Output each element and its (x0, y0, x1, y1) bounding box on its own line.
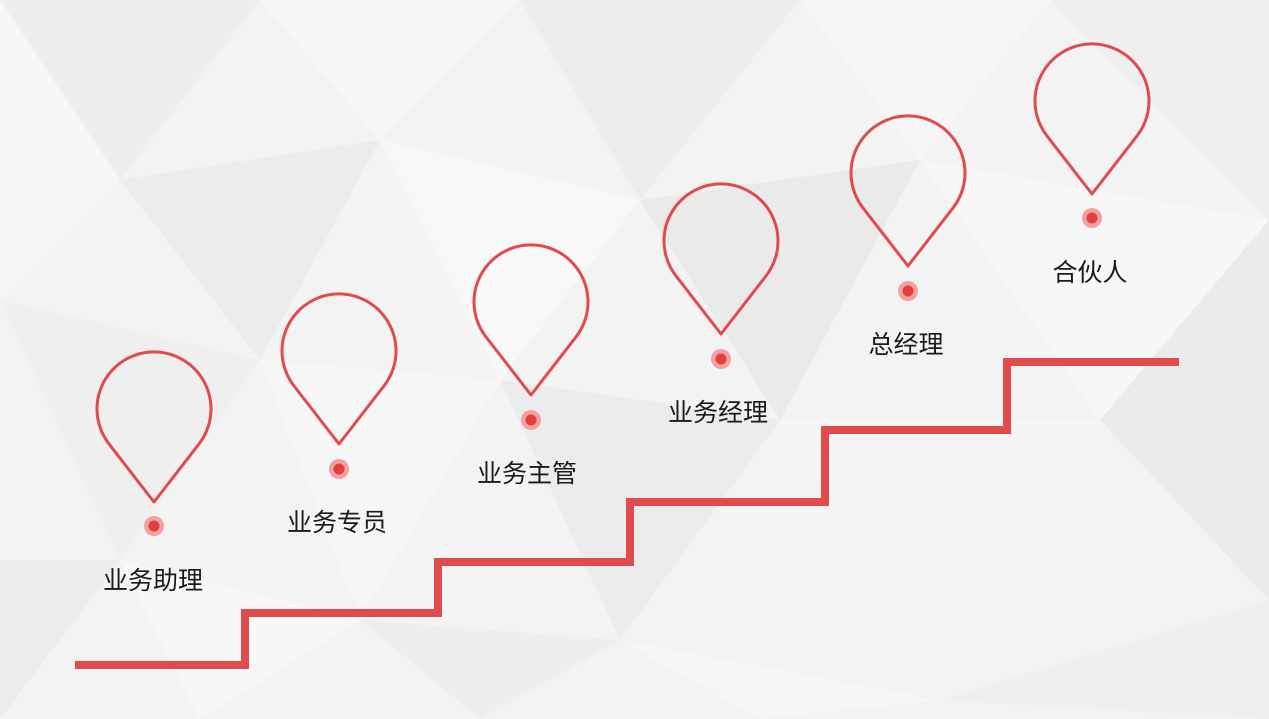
map-pin-icon (662, 182, 780, 336)
map-pin-icon (280, 292, 398, 446)
map-pin-icon (95, 350, 213, 504)
staircase-line (75, 358, 1179, 669)
location-dot (148, 520, 160, 532)
stage-label: 合伙人 (1052, 258, 1128, 287)
location-dot (902, 285, 914, 297)
stage-2 (280, 292, 398, 479)
stage-6 (1033, 42, 1151, 228)
map-pin-icon (472, 243, 590, 397)
stage-label: 业务经理 (667, 398, 769, 427)
stage-1 (95, 350, 213, 536)
stage-4 (662, 182, 780, 369)
location-dot (1086, 212, 1098, 224)
location-dot (525, 414, 537, 426)
map-pin-icon (849, 114, 967, 268)
location-dot (715, 353, 727, 365)
stage-label: 业务助理 (102, 566, 204, 595)
stage-3 (472, 243, 590, 430)
location-dot (333, 463, 345, 475)
map-pin-icon (1033, 42, 1151, 196)
stage-label: 业务专员 (286, 508, 388, 537)
stage-label: 总经理 (868, 330, 944, 359)
stage-5 (849, 114, 967, 301)
stage-label: 业务主管 (476, 459, 578, 488)
